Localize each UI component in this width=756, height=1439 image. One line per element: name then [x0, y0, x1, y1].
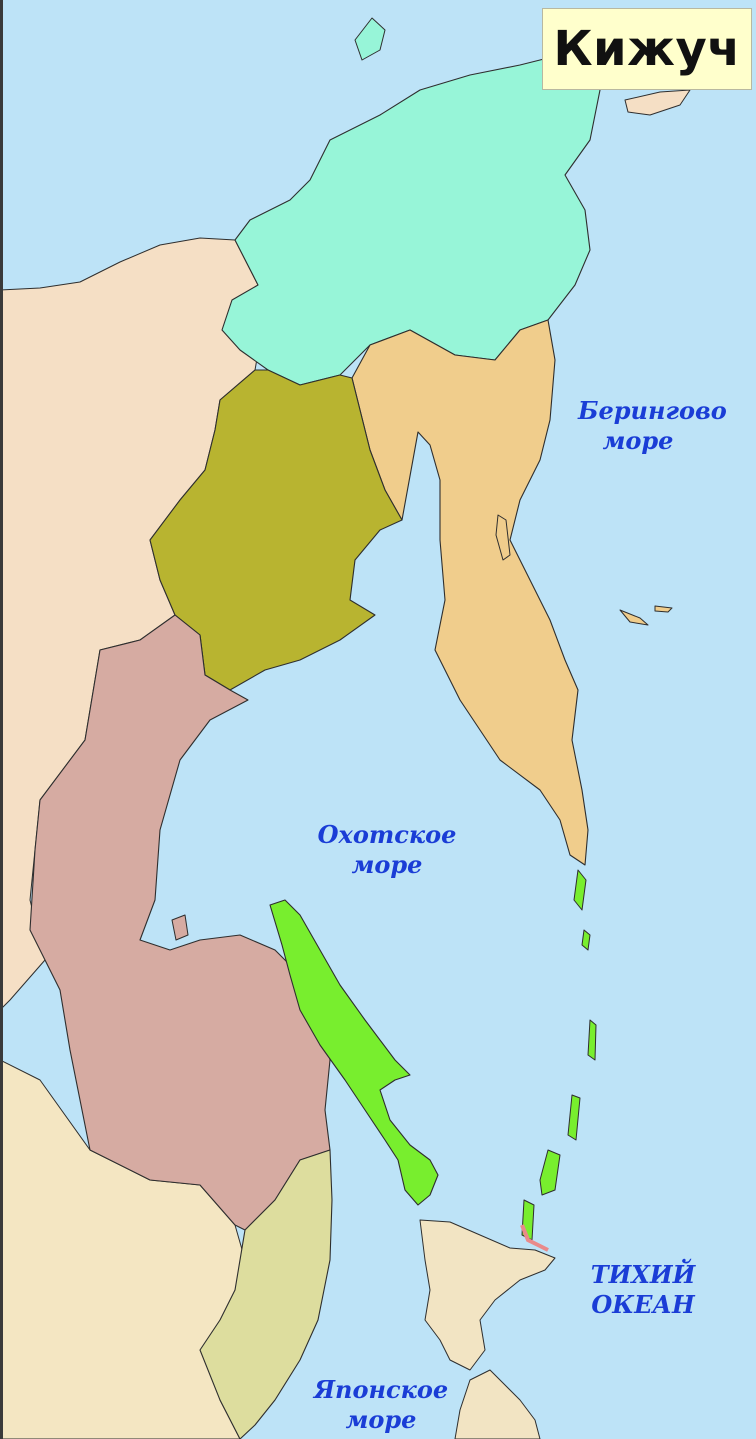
label-okhotsk-sea: Охотское море — [312, 820, 462, 880]
region-sakhalin — [269, 899, 439, 1206]
kuril-island-4 — [567, 1094, 581, 1141]
title-box: Кижуч — [542, 8, 752, 90]
island-commander — [619, 609, 649, 626]
label-japan-line1: Японское — [313, 1375, 449, 1404]
label-bering-sea: Берингово море — [578, 396, 727, 456]
region-primorye — [199, 1149, 333, 1439]
map-border — [0, 0, 3, 1439]
label-pacific-line1: ТИХИЙ — [590, 1260, 696, 1289]
island-commander-small — [654, 605, 673, 613]
region-honshu — [454, 1369, 541, 1439]
map-title: Кижуч — [553, 21, 741, 77]
label-pacific-ocean: ТИХИЙ ОКЕАН — [588, 1260, 698, 1320]
kuril-island-1 — [573, 869, 587, 911]
label-okhotsk-line2: море — [351, 850, 423, 879]
island-shantar — [171, 914, 189, 941]
label-okhotsk-line1: Охотское — [317, 820, 457, 849]
region-magadan — [149, 369, 403, 691]
region-alaska — [624, 89, 691, 116]
region-hokkaido — [419, 1219, 556, 1371]
island-wrangel — [354, 17, 386, 61]
label-bering-line2: море — [602, 426, 674, 455]
label-japan-line2: море — [345, 1405, 417, 1434]
region-kamchatka — [351, 319, 589, 866]
kuril-island-3 — [587, 1019, 597, 1061]
label-bering-line1: Берингово — [578, 396, 727, 425]
region-khabarovsk — [29, 614, 331, 1231]
island-karaginsky — [495, 514, 511, 561]
kuril-island-2 — [581, 929, 591, 951]
region-chukotka — [221, 54, 601, 386]
kuril-island-5 — [539, 1149, 561, 1196]
label-japan-sea: Японское море — [306, 1375, 456, 1435]
region-southwest — [0, 1059, 246, 1439]
label-pacific-line2: ОКЕАН — [591, 1290, 695, 1319]
highlight-coast — [520, 1224, 549, 1252]
